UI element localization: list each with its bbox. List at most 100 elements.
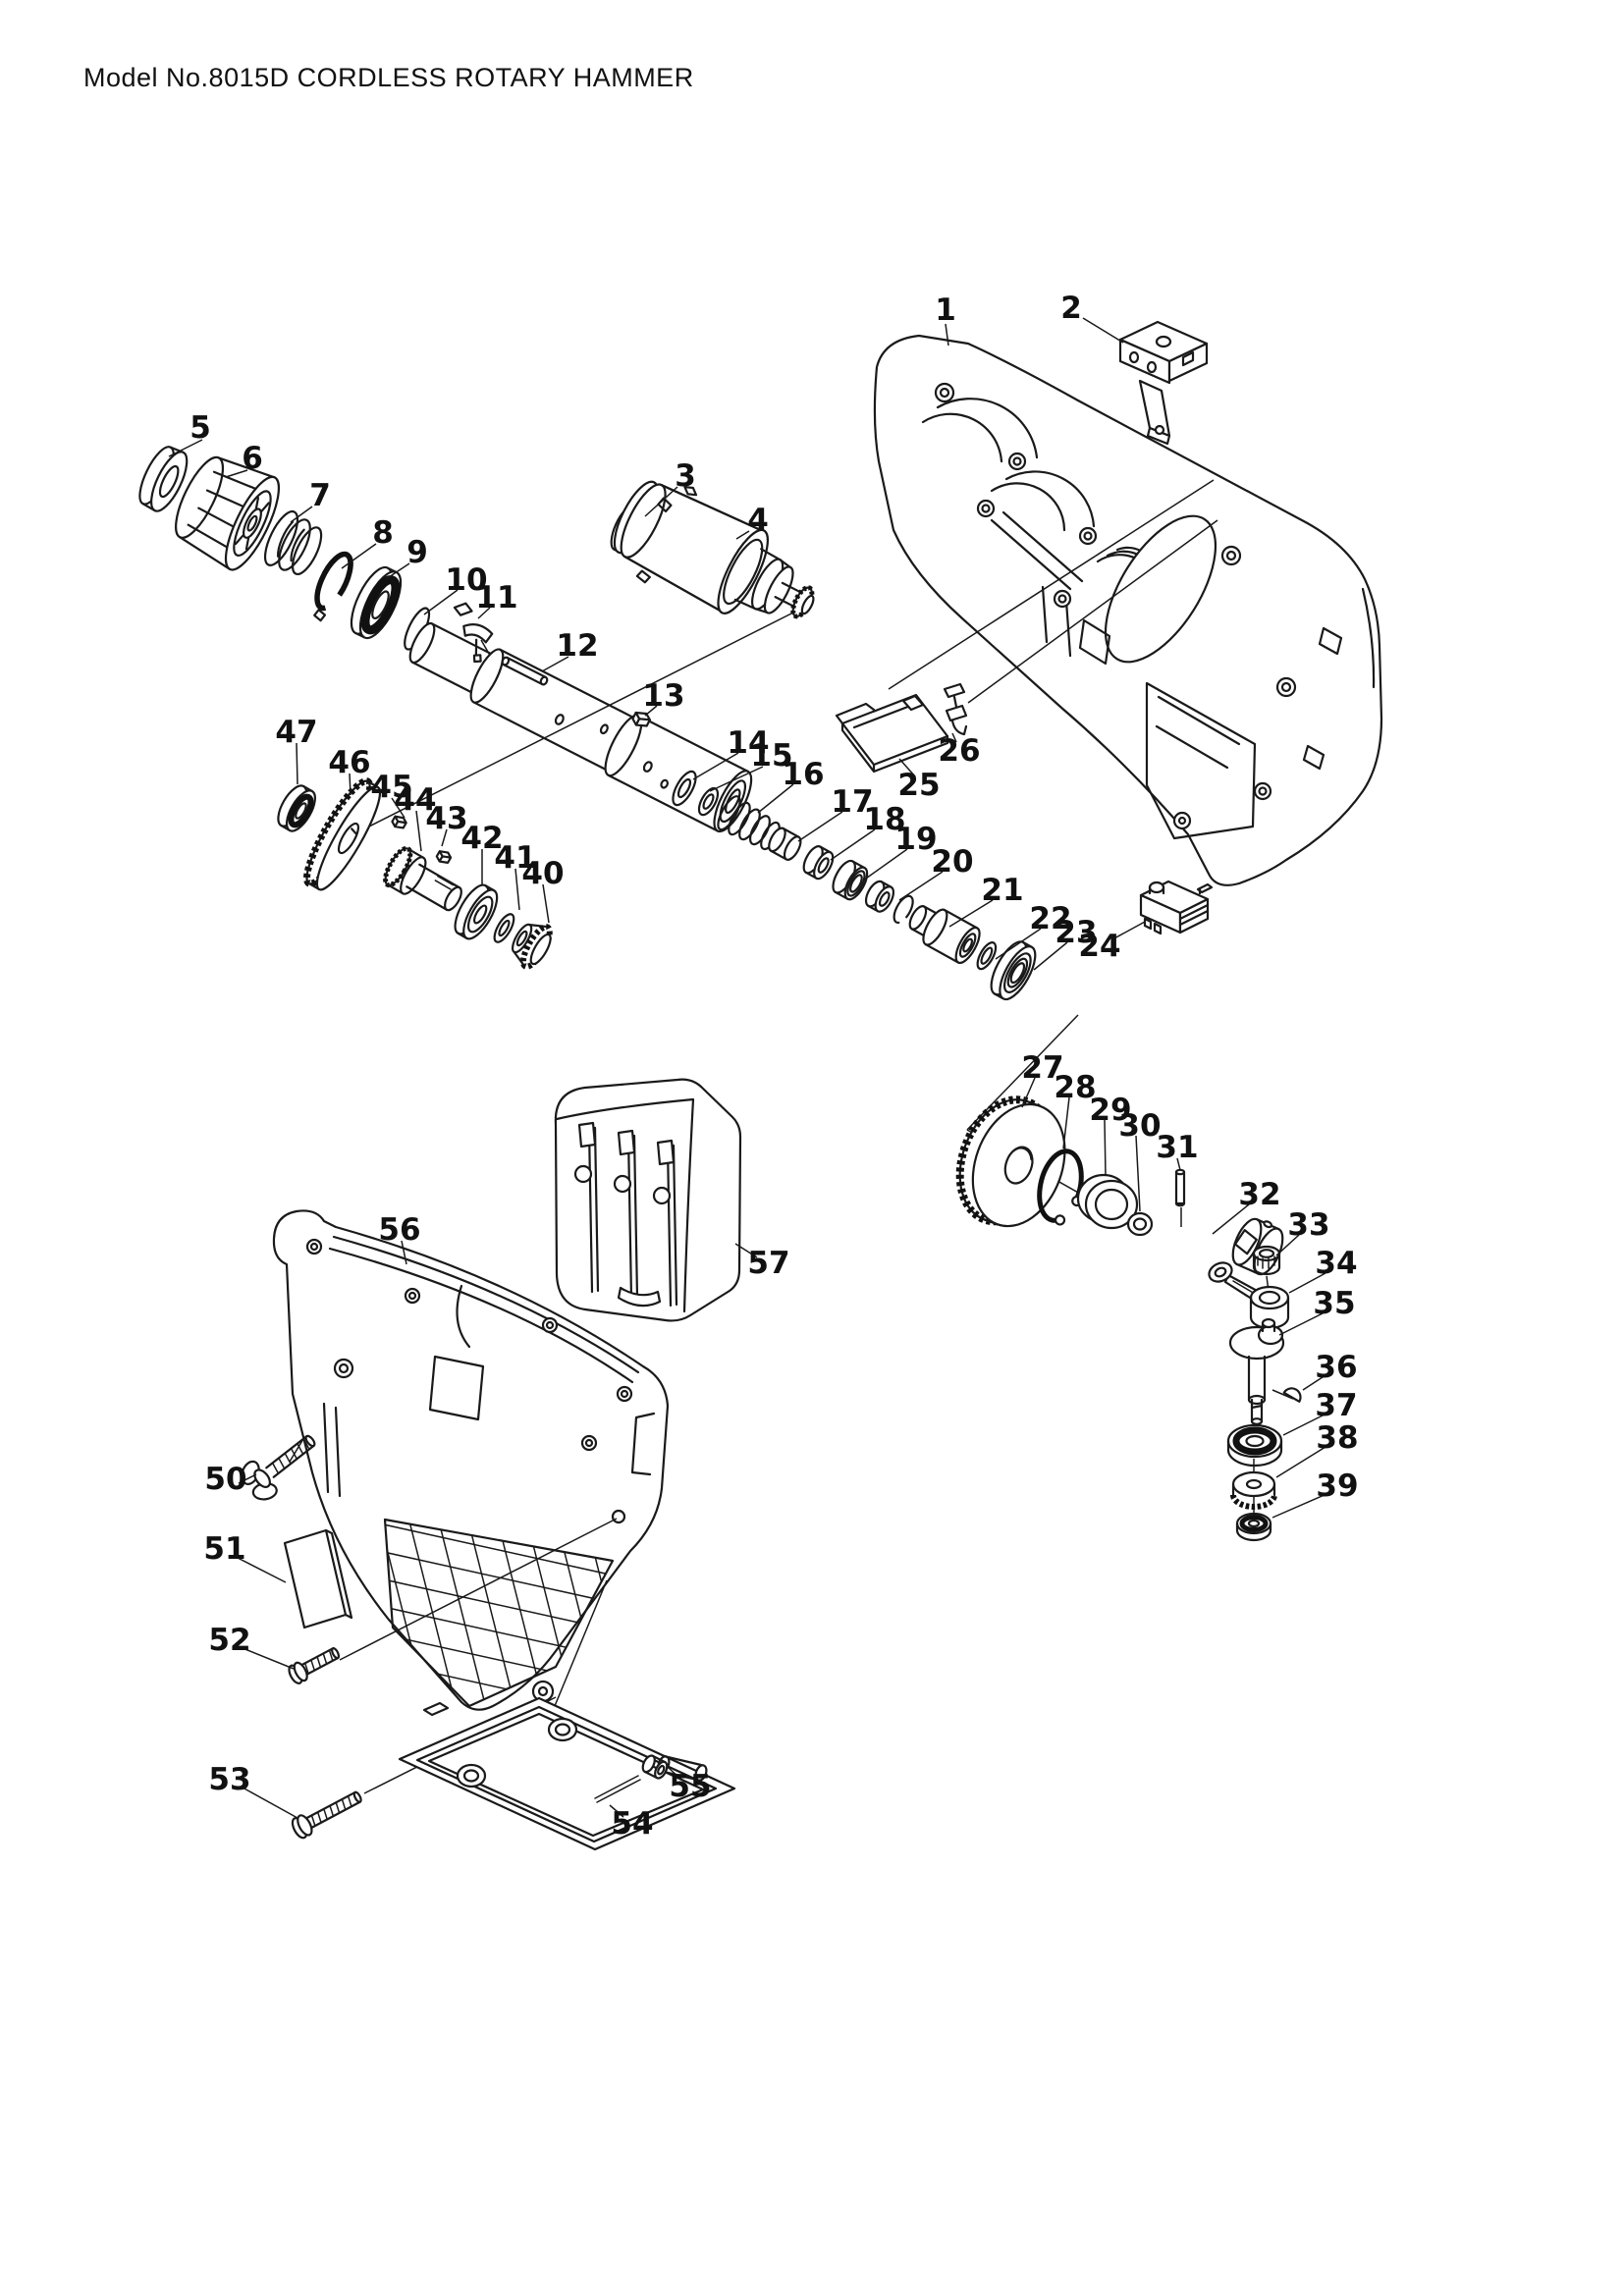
part-number-13: 13 xyxy=(642,678,684,714)
part-17-ring xyxy=(802,845,835,881)
part-number-38: 38 xyxy=(1316,1420,1358,1456)
part-38-gear xyxy=(1230,1470,1277,1510)
part-21-striker xyxy=(908,905,981,965)
part-12-spindle xyxy=(408,621,753,833)
part-number-2: 2 xyxy=(1060,291,1082,326)
parts-14-to-23-chain xyxy=(672,770,1037,1001)
part-number-43: 43 xyxy=(425,801,467,836)
part-number-20: 20 xyxy=(931,844,973,880)
part-number-18: 18 xyxy=(863,802,905,837)
part-number-34: 34 xyxy=(1315,1246,1357,1281)
part-number-25: 25 xyxy=(897,768,940,803)
part-54-battery-cover xyxy=(398,1696,736,1851)
part-52-screw xyxy=(288,1647,341,1684)
part-number-28: 28 xyxy=(1054,1070,1096,1105)
part-30-washer xyxy=(1126,1211,1154,1237)
part-number-21: 21 xyxy=(981,873,1023,908)
part-number-26: 26 xyxy=(938,733,980,769)
part-number-54: 54 xyxy=(611,1806,653,1842)
part-57-battery xyxy=(554,1078,742,1322)
part-number-36: 36 xyxy=(1315,1350,1357,1385)
part-number-52: 52 xyxy=(208,1623,250,1658)
part-47-bearing xyxy=(277,784,316,832)
part-number-56: 56 xyxy=(378,1212,420,1248)
part-number-30: 30 xyxy=(1118,1108,1161,1144)
part-18-sleeve-bearing xyxy=(832,859,869,901)
part-number-24: 24 xyxy=(1078,929,1120,964)
part-number-57: 57 xyxy=(747,1246,789,1281)
part-34-connecting-rod xyxy=(1208,1261,1290,1330)
part-number-46: 46 xyxy=(328,745,370,780)
part-number-33: 33 xyxy=(1287,1207,1329,1243)
part-26-clip xyxy=(943,682,968,736)
part-number-23: 23 xyxy=(1055,915,1097,950)
part-51-name-plate xyxy=(283,1528,353,1629)
part-number-27: 27 xyxy=(1021,1050,1063,1086)
part-number-37: 37 xyxy=(1315,1388,1357,1423)
part-33-needle-bearing xyxy=(1252,1245,1281,1276)
part-55-sleeve xyxy=(641,1754,669,1780)
part-41-washer xyxy=(493,913,515,943)
part-53-screw xyxy=(291,1790,362,1840)
part-7-spring-washers xyxy=(263,509,323,576)
part-number-9: 9 xyxy=(406,535,428,570)
part-number-5: 5 xyxy=(189,410,211,446)
part-29-ring xyxy=(1076,1173,1139,1230)
part-9-ball-bearing xyxy=(350,565,403,640)
part-number-22: 22 xyxy=(1029,901,1071,936)
part-number-4: 4 xyxy=(747,503,769,538)
part-50-wing-bolt xyxy=(241,1434,316,1501)
part-23-bearing xyxy=(990,940,1037,1001)
part-number-7: 7 xyxy=(309,478,331,513)
part-20-c-ring xyxy=(893,894,914,925)
part-37-bearing xyxy=(1226,1423,1283,1468)
part-number-10: 10 xyxy=(445,562,487,598)
part-number-11: 11 xyxy=(475,580,517,615)
part-31-pin xyxy=(1174,1168,1186,1207)
part-number-1: 1 xyxy=(935,293,956,328)
part-16-spring xyxy=(717,795,802,861)
part-number-19: 19 xyxy=(894,822,937,857)
part-19-ring xyxy=(864,880,895,913)
part-number-41: 41 xyxy=(494,840,536,876)
parts-40-to-47-gear-train xyxy=(277,777,553,970)
part-number-39: 39 xyxy=(1316,1468,1358,1504)
part-number-15: 15 xyxy=(750,738,792,774)
part-15-washer xyxy=(697,786,720,817)
part-5-cup-washer xyxy=(138,446,189,512)
part-number-42: 42 xyxy=(460,821,503,856)
part-number-47: 47 xyxy=(275,715,317,750)
part-number-31: 31 xyxy=(1156,1130,1198,1165)
part-45-key xyxy=(391,815,407,829)
part-number-3: 3 xyxy=(675,458,696,494)
part-8-snap-ring xyxy=(313,551,353,622)
page-title: Model No.8015D CORDLESS ROTARY HAMMER xyxy=(83,63,694,92)
part-number-16: 16 xyxy=(782,757,824,792)
part-42-bearing xyxy=(454,883,499,940)
part-24-switch xyxy=(1139,880,1214,935)
part-43-key xyxy=(435,850,453,864)
part-25-cover-plate xyxy=(835,693,949,774)
part-2-bracket xyxy=(1118,320,1209,446)
part-number-45: 45 xyxy=(370,770,412,805)
part-number-29: 29 xyxy=(1089,1093,1131,1128)
part-35-crankshaft xyxy=(1228,1317,1285,1425)
part-number-55: 55 xyxy=(669,1769,711,1804)
part-46-spur-gear xyxy=(303,777,382,891)
vent-grid xyxy=(385,1520,613,1706)
part-number-35: 35 xyxy=(1313,1286,1355,1321)
part-number-51: 51 xyxy=(203,1531,245,1567)
part-1-housing-right-half xyxy=(873,334,1383,886)
part-number-53: 53 xyxy=(208,1762,250,1797)
part-4-motor xyxy=(613,480,815,619)
part-number-6: 6 xyxy=(242,441,263,476)
part-number-50: 50 xyxy=(204,1462,246,1497)
part-39-bearing xyxy=(1235,1512,1272,1542)
part-40-bevel-gear xyxy=(511,923,553,970)
part-22-o-ring xyxy=(976,941,998,971)
part-number-32: 32 xyxy=(1238,1177,1280,1212)
part-number-12: 12 xyxy=(556,628,598,664)
